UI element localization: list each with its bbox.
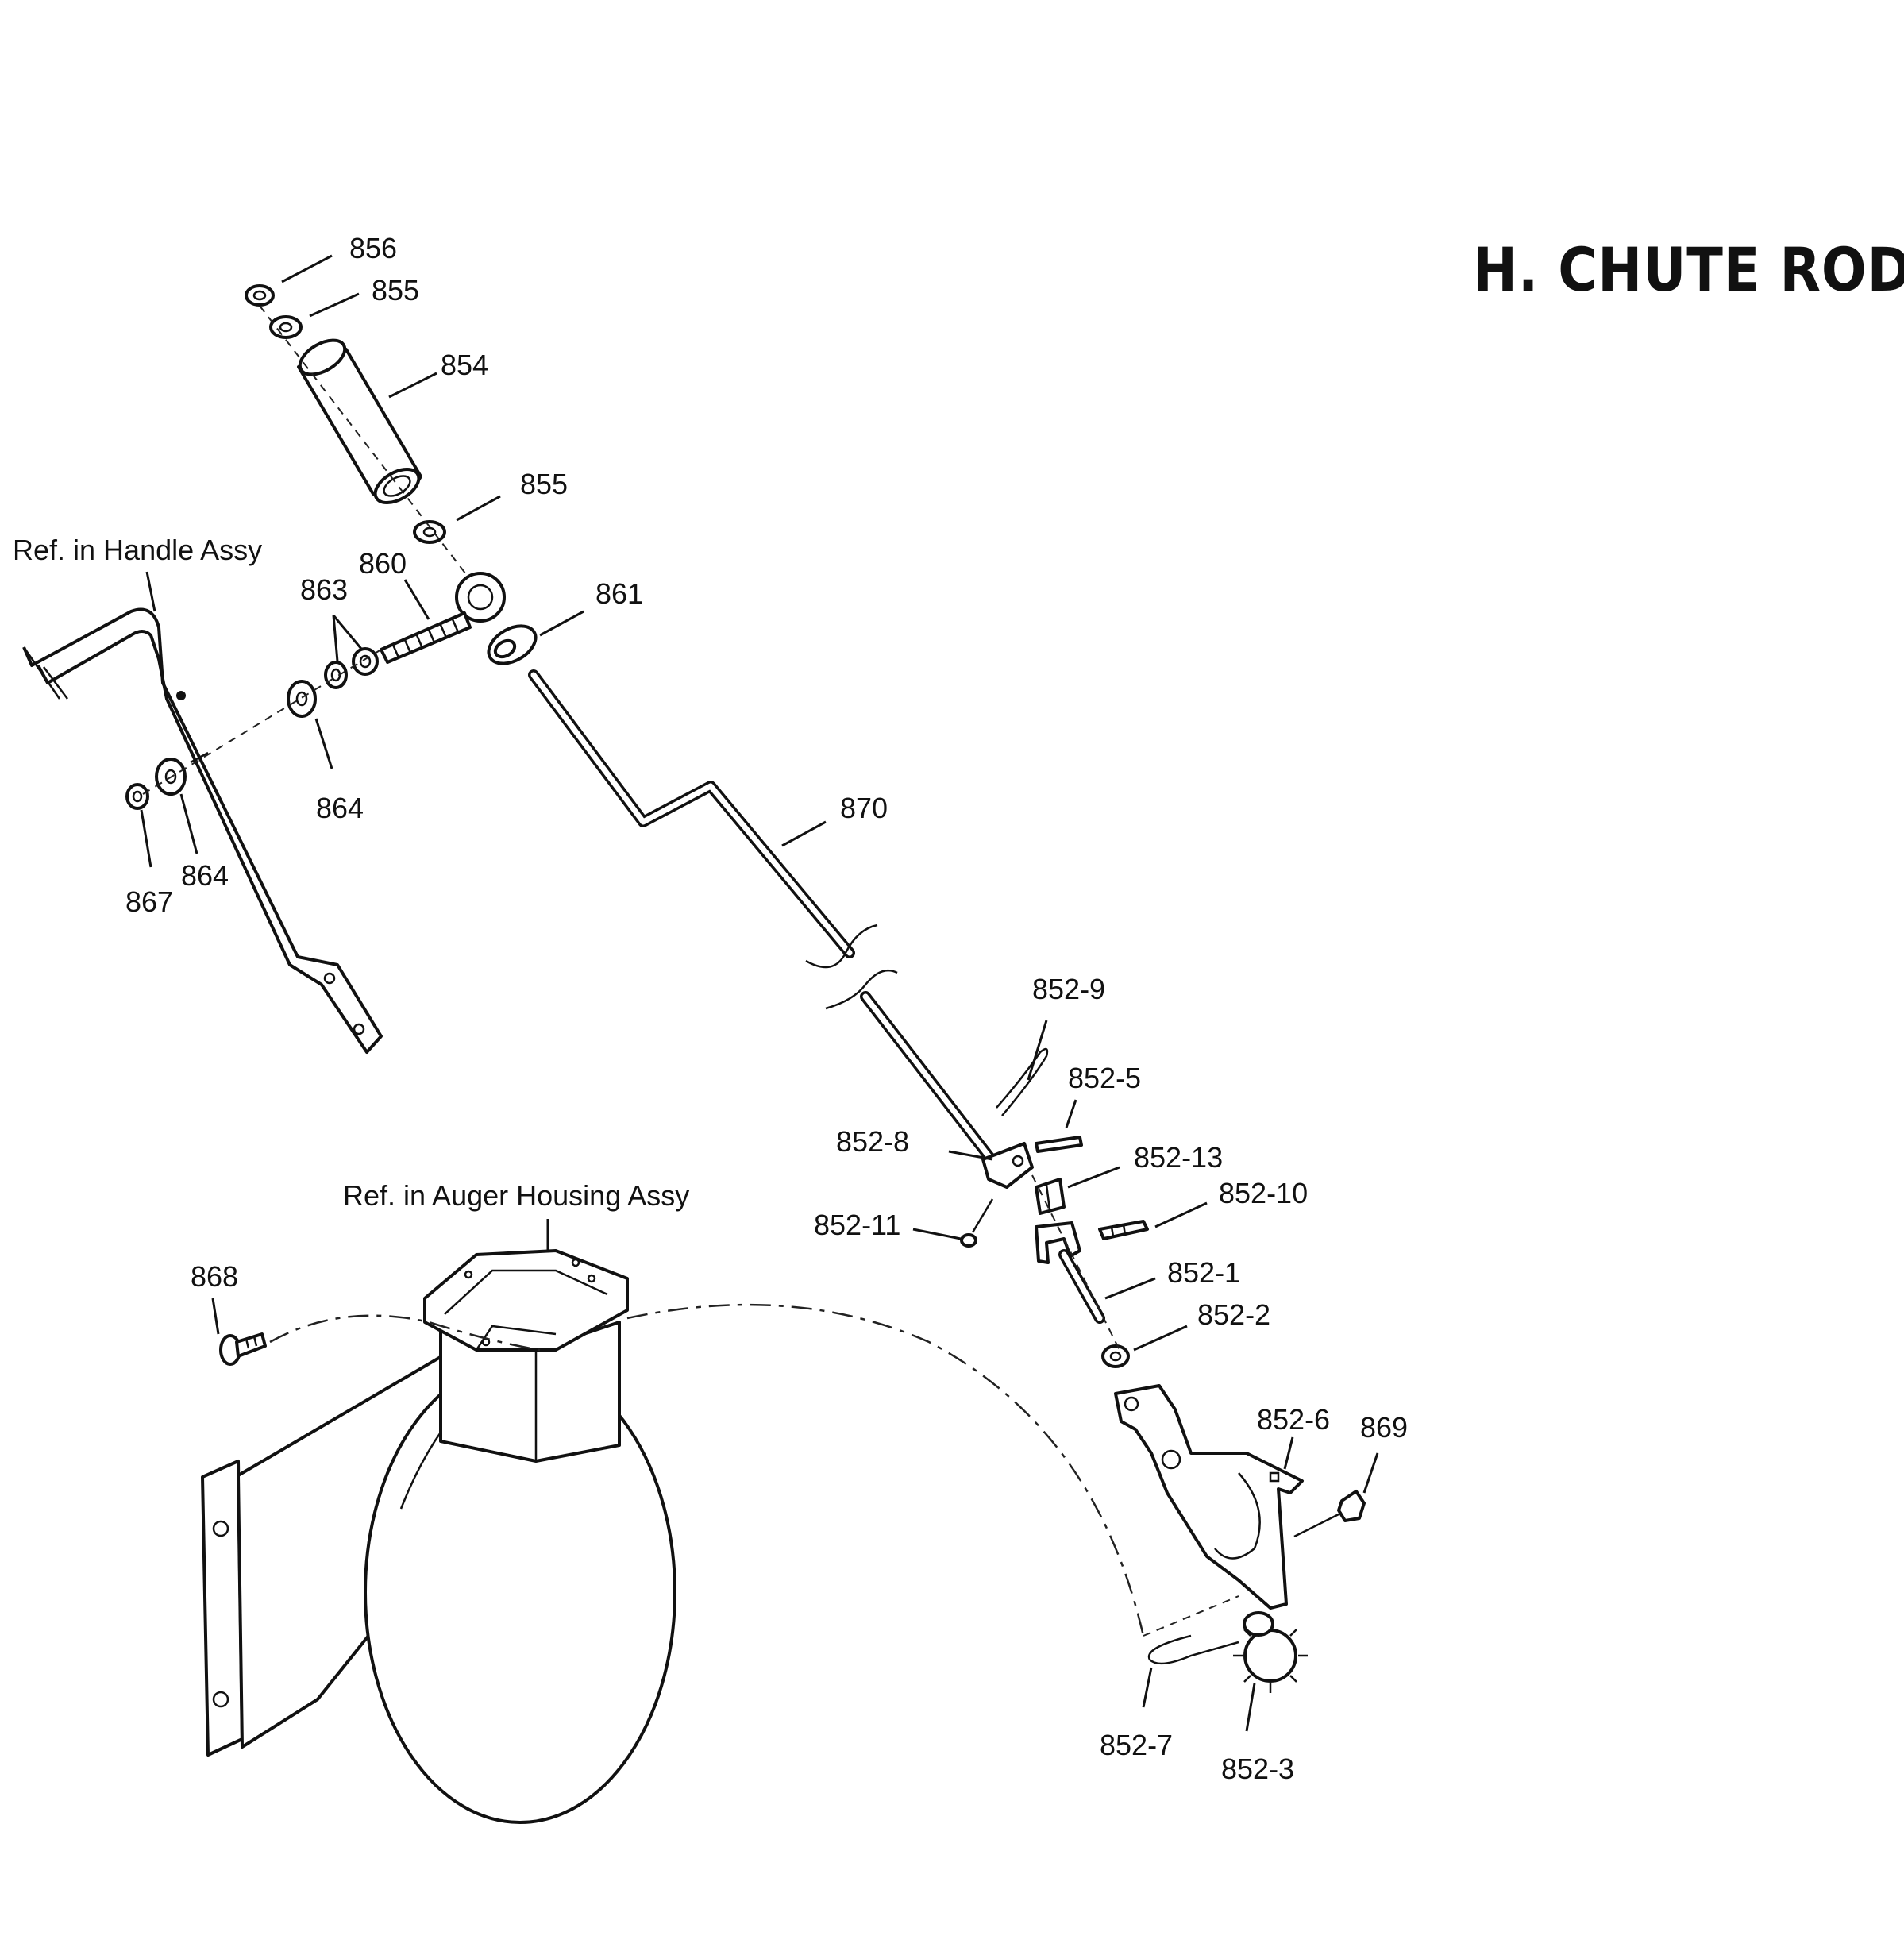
nut-863-a: [352, 647, 379, 676]
callout-852-5: 852-5: [1068, 1062, 1141, 1094]
hairpin-852-9: [996, 1047, 1049, 1116]
ref-handle-label: Ref. in Handle Assy: [13, 534, 262, 566]
callout-855-upper: 855: [372, 274, 419, 307]
bolt-852-11: [960, 1198, 994, 1248]
callout-852-2: 852-2: [1197, 1298, 1270, 1331]
callout-852-6: 852-6: [1257, 1403, 1330, 1436]
callout-864-left: 864: [181, 859, 229, 892]
coupler-852-13: [1035, 1178, 1066, 1215]
washer-864-a: [287, 680, 317, 718]
handle-part: [22, 607, 383, 1054]
washer-856: [245, 284, 275, 307]
washer-852-2: [1101, 1344, 1130, 1368]
washer-855-upper: [269, 315, 303, 339]
callout-869: 869: [1360, 1411, 1408, 1444]
nut-869: [1293, 1490, 1366, 1538]
assembly-axis-lower: [1031, 1174, 1120, 1351]
callout-852-1: 852-1: [1167, 1256, 1240, 1289]
callout-852-8: 852-8: [836, 1125, 909, 1158]
pin-852-10: [1098, 1220, 1149, 1240]
diagram-title: H. CHUTE ROD: [1473, 234, 1904, 305]
callout-868: 868: [191, 1260, 238, 1293]
washer-855-lower: [413, 520, 446, 544]
coupler-852-8: [981, 1142, 1034, 1189]
dashed-path-gear: [1143, 1595, 1239, 1637]
assembly-axis-handle: [142, 649, 382, 795]
auger-housing-part: [201, 1249, 676, 1824]
callout-867: 867: [125, 885, 173, 918]
callout-864-right: 864: [316, 792, 364, 824]
pin-852-5: [1035, 1136, 1083, 1153]
dashed-path-auger: [626, 1303, 1145, 1637]
hairpin-852-7: [1147, 1634, 1239, 1665]
callout-852-3: 852-3: [1221, 1753, 1294, 1785]
callout-852-11: 852-11: [814, 1209, 900, 1241]
spacer-tube-854: [297, 338, 422, 505]
callout-852-10: 852-10: [1219, 1177, 1308, 1209]
yoke-852-1: [1035, 1221, 1105, 1324]
eyebolt-860: [380, 572, 506, 664]
callout-854: 854: [441, 349, 488, 381]
callout-852-7: 852-7: [1100, 1729, 1173, 1761]
nut-867: [125, 783, 149, 810]
callout-870: 870: [840, 792, 888, 824]
callout-852-9: 852-9: [1032, 973, 1105, 1005]
callout-863: 863: [300, 573, 348, 606]
nut-863-b: [324, 661, 348, 689]
ref-auger-label: Ref. in Auger Housing Assy: [343, 1179, 689, 1212]
callout-861: 861: [595, 577, 643, 610]
bracket-852-6: [1114, 1384, 1304, 1610]
carriage-bolt-868: [219, 1332, 267, 1366]
callout-860: 860: [359, 547, 407, 580]
callout-856: 856: [349, 232, 397, 264]
callout-852-13: 852-13: [1134, 1141, 1223, 1174]
leader-lines: [140, 254, 1379, 1732]
callout-855-lower: 855: [520, 468, 568, 500]
chute-rod-870: [528, 669, 1006, 1177]
bushing-861: [487, 624, 538, 665]
assembly-axis-upper: [259, 305, 477, 588]
gear-852-3: [1233, 1611, 1308, 1693]
dashed-path-bolt: [269, 1314, 541, 1352]
